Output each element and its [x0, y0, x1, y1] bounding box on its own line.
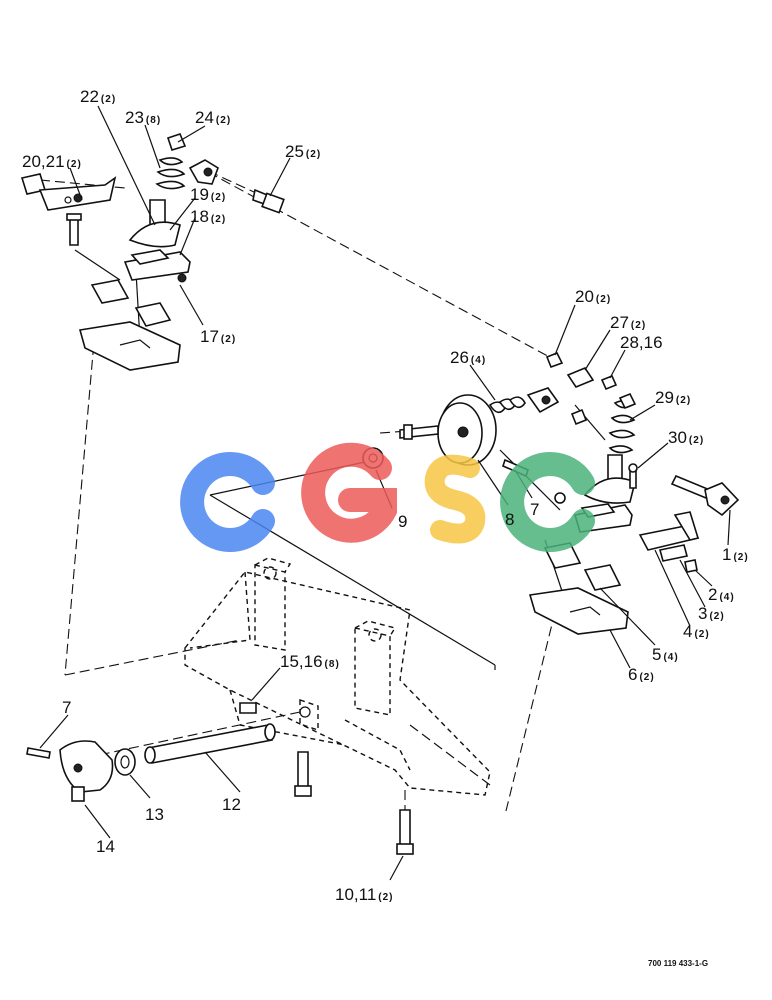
- callout-29: 29(2): [655, 388, 691, 407]
- callout-7-left: 7: [62, 698, 71, 717]
- callout-18: 18(2): [190, 207, 226, 226]
- callout-3: 3(2): [698, 604, 725, 623]
- callout-4: 4(2): [683, 622, 710, 641]
- callout-2: 2(4): [708, 585, 735, 604]
- callout-17: 17(2): [200, 327, 236, 346]
- watermark-letter-s: [424, 454, 486, 544]
- watermark-letter-c1: [180, 452, 275, 552]
- callout-7-right: 7: [530, 500, 539, 519]
- callout-14: 14: [96, 837, 115, 856]
- callout-1: 1(2): [722, 545, 749, 564]
- callout-20-21: 20,21(2): [22, 152, 82, 171]
- callout-15-16: 15,16(8): [280, 652, 340, 671]
- callout-9: 9: [398, 512, 407, 531]
- callout-25: 25(2): [285, 142, 321, 161]
- callout-6: 6(2): [628, 665, 655, 684]
- callout-5: 5(4): [652, 645, 679, 664]
- callout-20: 20(2): [575, 287, 611, 306]
- callout-19: 19(2): [190, 185, 226, 204]
- callout-labels: 22(2) 23(8) 24(2) 20,21(2) 25(2) 19(2) 1…: [22, 87, 749, 904]
- lower-left-assembly: [26, 702, 414, 855]
- frame-weldment: [184, 557, 491, 796]
- callout-8: 8: [505, 510, 514, 529]
- upper-left-assembly: [20, 133, 285, 371]
- callout-23: 23(8): [125, 108, 161, 127]
- watermark-letter-c2: [500, 452, 595, 552]
- callout-12: 12: [222, 795, 241, 814]
- callout-26: 26(4): [450, 348, 486, 367]
- callout-27: 27(2): [610, 313, 646, 332]
- callout-28-16: 28,16: [620, 333, 663, 352]
- callout-leaders: [39, 105, 731, 881]
- callout-22: 22(2): [80, 87, 116, 106]
- figure-number: 700 119 433-1-G: [648, 959, 708, 968]
- callout-10-11: 10,11(2): [335, 885, 394, 904]
- callout-30: 30(2): [668, 428, 704, 447]
- cgsc-watermark: [180, 442, 595, 552]
- watermark-letter-g: [301, 442, 397, 543]
- callout-24: 24(2): [195, 108, 231, 127]
- callout-13: 13: [145, 805, 164, 824]
